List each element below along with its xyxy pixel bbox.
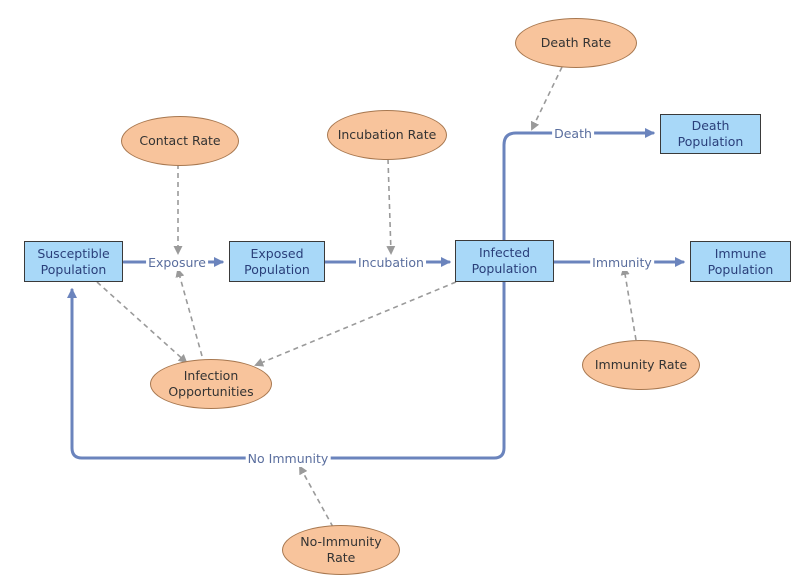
link-immunity-rate-to-immunity [620,266,637,341]
flow-label-death: Death [552,126,594,142]
variable-no-immunity-rate[interactable]: No-Immunity Rate [282,525,400,575]
variable-death-rate[interactable]: Death Rate [515,18,637,68]
link-incubation-rate-to-incubation [386,158,396,255]
link-no-immunity-rate-to-no-immunity [299,465,334,528]
flow-death-line [502,128,655,242]
flow-label-exposure: Exposure [146,255,208,271]
flow-no-immunity-line [67,280,506,460]
flow-label-incubation: Incubation [356,255,426,271]
stock-death-population[interactable]: Death Population [660,114,761,154]
stock-susceptible-population[interactable]: Susceptible Population [24,241,123,282]
stock-immune-population[interactable]: Immune Population [690,241,791,282]
link-susceptible-to-infection-opportunities [96,281,188,364]
flow-label-immunity: Immunity [590,255,654,271]
link-infection-opportunities-to-exposure [175,268,203,357]
variable-contact-rate[interactable]: Contact Rate [121,116,239,166]
variable-immunity-rate[interactable]: Immunity Rate [582,340,700,390]
variable-incubation-rate[interactable]: Incubation Rate [327,110,447,160]
link-infected-to-infection-opportunities [254,281,457,367]
variable-infection-opportunities[interactable]: Infection Opportunities [150,359,272,409]
stock-infected-population[interactable]: Infected Population [455,240,554,282]
flow-label-no-immunity: No Immunity [245,451,331,467]
stock-exposed-population[interactable]: Exposed Population [229,241,325,282]
link-death-rate-to-death [530,66,563,131]
